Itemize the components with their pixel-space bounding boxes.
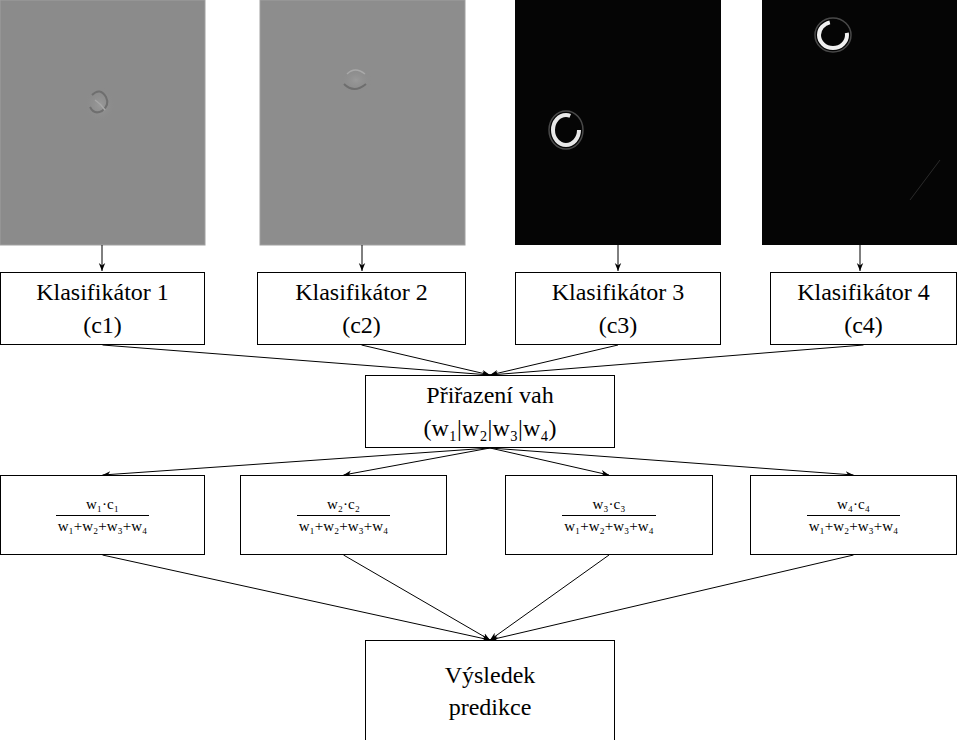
weighting-box: Přiřazení vah(w₁|w₂|w₃|w₄) [365,375,615,448]
node-label: Výsledek predikce [425,659,555,724]
node-label: (w₁|w₂|w₃|w₄) [423,412,556,444]
connector-arrow [490,555,609,640]
connector-arrow [344,448,491,475]
fraction-numerator: w₃·c₃ [591,494,628,514]
node-label: Přiřazení vah [426,379,553,411]
formula-box: w₄·c₄w₁+w₂+w₃+w₄ [750,475,957,555]
node-label: Klasifikátor 3 [552,276,685,308]
microscopy-image [260,0,465,245]
input-arrow [102,245,860,271]
connector-arrow [490,345,864,375]
node-label: (c4) [844,309,883,341]
fraction-denominator: w₁+w₂+w₃+w₄ [562,515,656,536]
classifier-box: Klasifikátor 1(c1) [0,272,205,345]
node-label: Klasifikátor 2 [295,276,428,308]
fluorescence-image [762,0,957,245]
node-label: (c1) [83,309,122,341]
fraction-denominator: w₁+w₂+w₃+w₄ [807,515,901,536]
formula-box: w₃·c₃w₁+w₂+w₃+w₄ [505,475,713,555]
node-label: Klasifikátor 4 [797,276,930,308]
connector-arrow [490,345,618,375]
fluorescence-image [515,0,721,245]
connector-arrow [362,345,491,375]
connector-arrow [490,448,854,475]
formula-box: w₂·c₂w₁+w₂+w₃+w₄ [240,475,447,555]
result-box: Výsledek predikce [365,640,615,740]
microscopy-image [0,0,205,245]
fraction-numerator: w₁·c₁ [84,494,121,514]
connector-arrow [103,345,491,375]
node-label: Klasifikátor 1 [36,276,169,308]
connector-arrow [344,555,491,640]
connector-arrow [103,555,491,640]
node-label: (c2) [342,309,381,341]
fraction-numerator: w₂·c₂ [325,494,362,514]
connector-arrow [490,555,854,640]
fraction-denominator: w₁+w₂+w₃+w₄ [56,515,150,536]
classifier-box: Klasifikátor 2(c2) [257,272,466,345]
connector-arrow [103,448,491,475]
formula-box: w₁·c₁w₁+w₂+w₃+w₄ [0,475,205,555]
node-label: (c3) [599,309,638,341]
classifier-box: Klasifikátor 4(c4) [770,272,957,345]
fraction-denominator: w₁+w₂+w₃+w₄ [297,515,391,536]
fraction-numerator: w₄·c₄ [835,494,872,514]
classifier-box: Klasifikátor 3(c3) [515,272,721,345]
